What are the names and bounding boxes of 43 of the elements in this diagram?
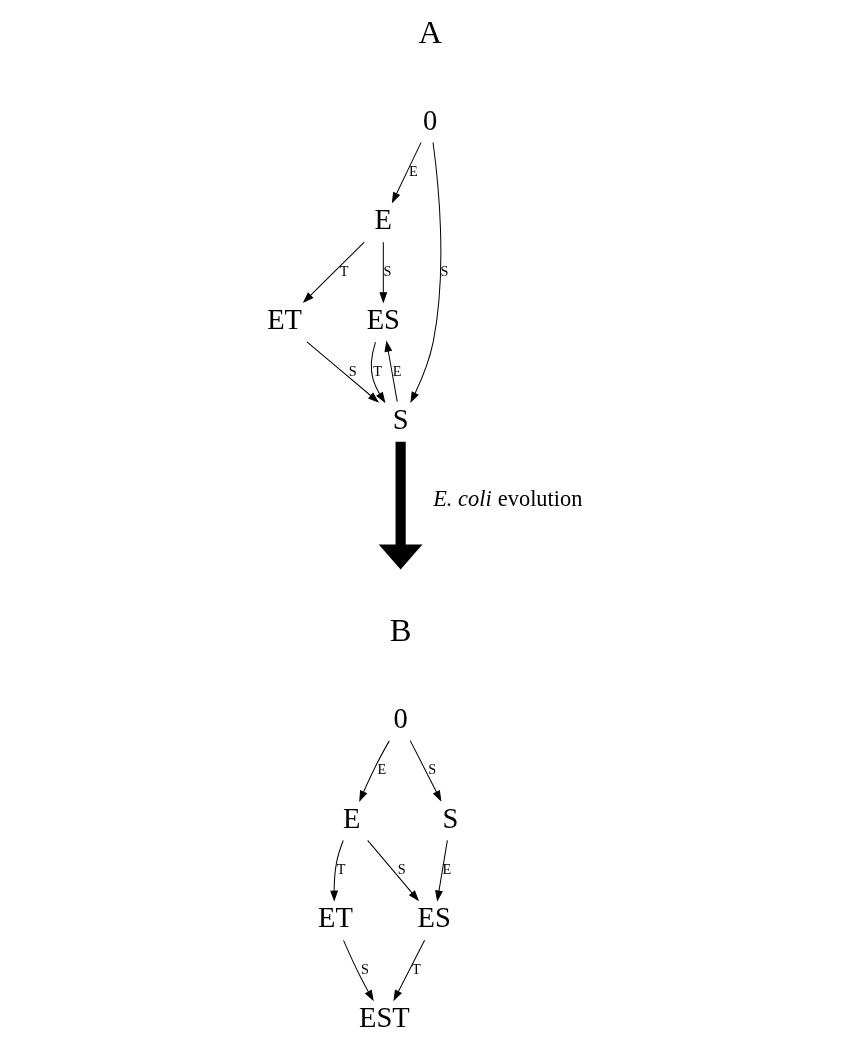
arrow bbox=[329, 839, 344, 902]
arrow bbox=[370, 341, 385, 404]
edge-label: E. coli evolution bbox=[432, 486, 582, 512]
edge-label: S bbox=[439, 262, 448, 279]
node-text: ES bbox=[417, 902, 451, 934]
arrow bbox=[342, 939, 374, 1002]
edge-label: T bbox=[411, 960, 421, 977]
arrow bbox=[392, 939, 425, 1002]
node-text: ES bbox=[366, 304, 400, 336]
edge-label: T bbox=[372, 362, 382, 379]
node-text: 0 bbox=[422, 104, 437, 136]
label: B bbox=[389, 612, 411, 649]
edge-label: E bbox=[392, 362, 401, 379]
node-text: E bbox=[342, 802, 360, 834]
edge-label: S bbox=[382, 262, 391, 279]
edge-label: E bbox=[408, 163, 418, 180]
arrow bbox=[378, 441, 423, 570]
node-text: 0 bbox=[393, 702, 408, 734]
edge-label: S bbox=[348, 362, 357, 379]
arrow bbox=[409, 740, 441, 802]
node-text: ET bbox=[266, 304, 302, 336]
node-text: ET bbox=[317, 902, 353, 934]
edge-label: T bbox=[339, 262, 348, 279]
arrow bbox=[391, 141, 422, 204]
arrow bbox=[305, 341, 379, 403]
edge-label: E bbox=[376, 761, 386, 778]
arrow bbox=[378, 241, 387, 304]
arrow bbox=[384, 340, 398, 403]
arrow bbox=[366, 839, 419, 902]
edge-label: S bbox=[397, 861, 406, 878]
node-text: EST bbox=[358, 1002, 410, 1034]
arrow bbox=[409, 141, 441, 404]
arrow bbox=[434, 839, 448, 902]
label: A bbox=[417, 14, 442, 51]
node-text: S bbox=[392, 403, 409, 435]
edge-label: S bbox=[360, 960, 369, 977]
arrow bbox=[302, 241, 365, 303]
node-text: S bbox=[442, 802, 458, 834]
arrow bbox=[358, 740, 390, 802]
edge-label: T bbox=[336, 861, 345, 878]
edge-label: E bbox=[442, 861, 451, 878]
node-text: E bbox=[374, 204, 392, 236]
edge-label: S bbox=[427, 761, 436, 778]
